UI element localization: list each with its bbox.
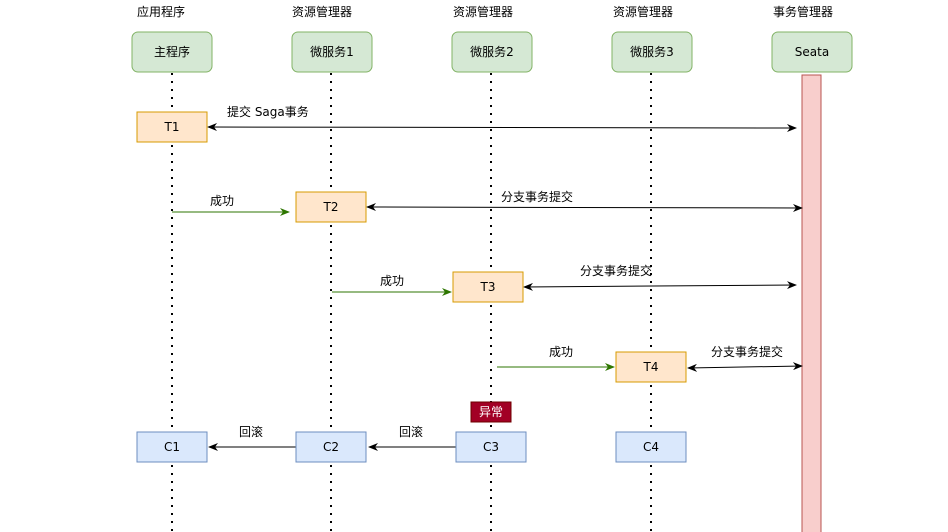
- label-success-3: 成功: [549, 345, 573, 359]
- c4-box[interactable]: C4: [615, 431, 687, 463]
- label-rollback-1: 回滚: [239, 424, 263, 439]
- lifeline-header-seata[interactable]: Seata: [771, 31, 853, 73]
- c4-label: C4: [643, 440, 659, 454]
- label-success-2: 成功: [380, 274, 404, 288]
- label-success-1: 成功: [210, 194, 234, 208]
- c2-label: C2: [323, 440, 339, 454]
- role-label-rm-2: 资源管理器: [453, 4, 513, 19]
- t2-box[interactable]: T2: [295, 191, 367, 223]
- label-branch-commit-3: 分支事务提交: [711, 344, 783, 359]
- arrow-submit-saga: [207, 123, 797, 132]
- t1-box[interactable]: T1: [136, 111, 208, 143]
- t3-box[interactable]: T3: [452, 271, 524, 303]
- t4-label: T4: [643, 360, 659, 374]
- c1-box[interactable]: C1: [136, 431, 208, 463]
- label-branch-commit-2: 分支事务提交: [580, 263, 652, 278]
- arrow-branch-commit-3: [687, 362, 803, 372]
- c1-label: C1: [164, 440, 180, 454]
- role-label-rm-3: 资源管理器: [613, 4, 673, 19]
- lifeline-header-ms2-label: 微服务2: [470, 44, 514, 59]
- c2-box[interactable]: C2: [295, 431, 367, 463]
- lifeline-header-seata-label: Seata: [795, 45, 829, 59]
- lifeline-header-ms1[interactable]: 微服务1: [291, 31, 373, 73]
- label-rollback-2: 回滚: [399, 424, 423, 439]
- seata-activation-bar: [801, 74, 822, 532]
- lifeline-header-ms3[interactable]: 微服务3: [611, 31, 693, 73]
- label-submit-saga: 提交 Saga事务: [227, 104, 309, 119]
- lifeline-header-main-label: 主程序: [154, 44, 190, 59]
- label-branch-commit-1: 分支事务提交: [501, 189, 573, 204]
- lifeline-header-ms3-label: 微服务3: [630, 44, 674, 59]
- role-label-app: 应用程序: [137, 4, 185, 19]
- t1-label: T1: [164, 120, 180, 134]
- lifeline-header-main[interactable]: 主程序: [131, 31, 213, 73]
- arrow-branch-commit-2: [523, 281, 797, 291]
- role-label-tm: 事务管理器: [773, 4, 833, 19]
- exception-text: 异常: [479, 405, 503, 419]
- t4-box[interactable]: T4: [615, 351, 687, 383]
- lifeline-header-ms1-label: 微服务1: [310, 44, 354, 59]
- lifeline-header-ms2[interactable]: 微服务2: [451, 31, 533, 73]
- t3-label: T3: [480, 280, 496, 294]
- c3-box[interactable]: C3: [455, 431, 527, 463]
- t2-label: T2: [323, 200, 339, 214]
- arrow-branch-commit-1: [366, 203, 803, 212]
- c3-label: C3: [483, 440, 499, 454]
- role-label-rm-1: 资源管理器: [292, 4, 352, 19]
- exception-badge: 异常: [470, 401, 512, 423]
